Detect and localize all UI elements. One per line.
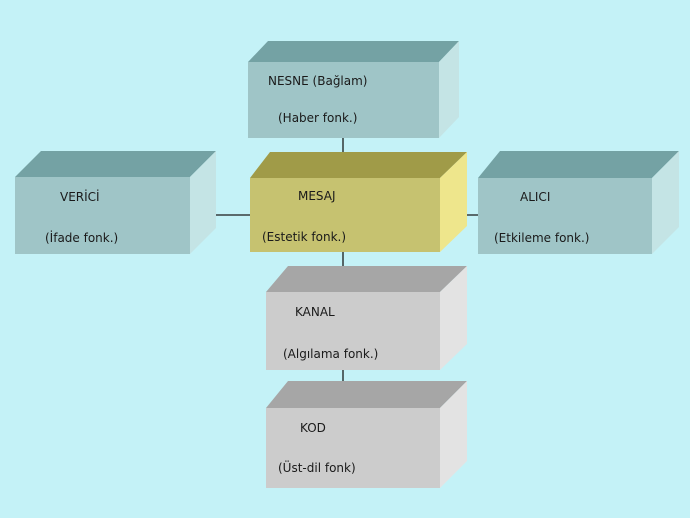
box-kod-subtitle: (Üst-dil fonk)	[278, 459, 356, 475]
box-alici-subtitle: (Etkileme fonk.)	[494, 231, 589, 245]
box-mesaj-subtitle: (Estetik fonk.)	[262, 230, 346, 244]
box-mesaj-title: MESAJ	[298, 189, 336, 203]
box-mesaj-side	[440, 152, 467, 252]
box-mesaj-top	[250, 152, 467, 178]
box-alici-title: ALICI	[520, 190, 550, 204]
box-nesne-side	[439, 41, 459, 138]
box-kod-top	[266, 381, 467, 408]
box-nesne-front	[248, 62, 439, 138]
box-alici: ALICI (Etkileme fonk.)	[478, 151, 679, 254]
box-verici-title: VERİCİ	[60, 189, 100, 204]
box-kod-title: KOD	[300, 421, 326, 435]
box-mesaj: MESAJ (Estetik fonk.)	[250, 152, 467, 252]
box-verici-subtitle: (İfade fonk.)	[45, 230, 118, 245]
box-alici-front	[478, 178, 652, 254]
box-nesne-top	[248, 41, 459, 62]
box-kanal-side	[440, 266, 467, 370]
box-verici-top	[15, 151, 216, 177]
box-alici-top	[478, 151, 679, 178]
box-verici-side	[190, 151, 216, 254]
box-nesne: NESNE (Bağlam) (Haber fonk.)	[248, 41, 459, 138]
box-kod: KOD (Üst-dil fonk)	[266, 381, 467, 488]
box-kod-side	[440, 381, 467, 488]
box-kanal-front	[266, 292, 440, 370]
box-kanal-title: KANAL	[295, 305, 335, 319]
box-kod-front	[266, 408, 440, 488]
box-kanal-subtitle: (Algılama fonk.)	[283, 347, 378, 361]
box-verici: VERİCİ (İfade fonk.)	[15, 151, 216, 254]
box-nesne-subtitle: (Haber fonk.)	[278, 111, 357, 125]
box-kanal-top	[266, 266, 467, 292]
box-verici-front	[15, 177, 190, 254]
box-nesne-title: NESNE (Bağlam)	[268, 74, 368, 88]
box-mesaj-front	[250, 178, 440, 252]
box-kanal: KANAL (Algılama fonk.)	[266, 266, 467, 370]
box-alici-side	[652, 151, 679, 254]
